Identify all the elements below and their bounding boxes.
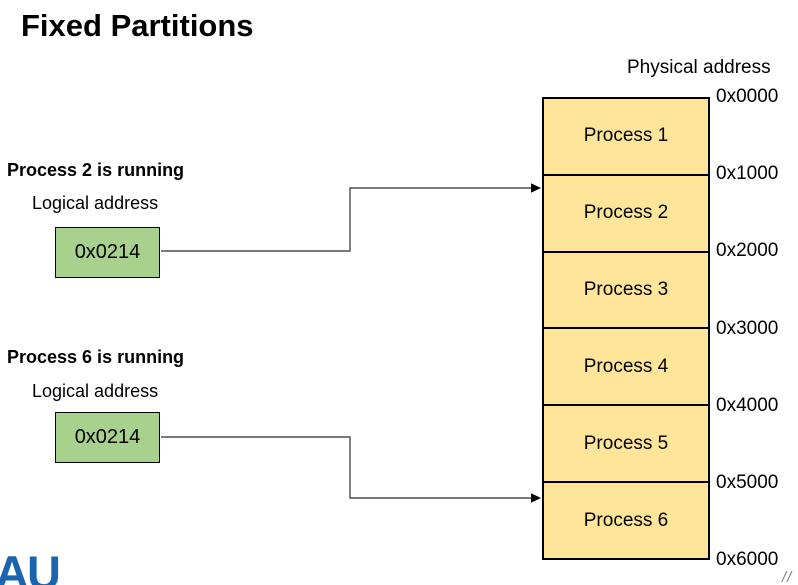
process-2-running-heading: Process 2 is running bbox=[7, 160, 185, 180]
address-label-0x0000: 0x0000 bbox=[716, 86, 779, 107]
partition-process-3: Process 3 bbox=[544, 252, 708, 330]
logical-address-box-2: 0x0214 bbox=[55, 412, 160, 463]
logical-address-box-1: 0x0214 bbox=[55, 227, 160, 278]
partition-process-4: Process 4 bbox=[544, 329, 708, 407]
arrow-to-process-2 bbox=[161, 183, 541, 252]
logical-address-value-1: 0x0214 bbox=[74, 241, 141, 263]
partition-process-6: Process 6 bbox=[544, 483, 708, 558]
logical-address-value-2: 0x0214 bbox=[74, 426, 141, 448]
logical-address-label-2: Logical address bbox=[32, 381, 159, 401]
logical-address-label-1: Logical address bbox=[32, 193, 159, 213]
page-title: Fixed Partitions bbox=[21, 8, 254, 43]
partition-process-1: Process 1 bbox=[544, 99, 708, 176]
address-label-0x5000: 0x5000 bbox=[716, 472, 779, 493]
address-label-0x4000: 0x4000 bbox=[716, 395, 779, 416]
footer-slash-fragment: // bbox=[782, 569, 793, 585]
address-label-0x6000: 0x6000 bbox=[716, 549, 779, 570]
memory-stack: Process 1 Process 2 Process 3 Process 4 … bbox=[542, 97, 710, 560]
address-label-0x1000: 0x1000 bbox=[716, 163, 779, 184]
process-6-running-heading: Process 6 is running bbox=[7, 347, 185, 367]
address-label-0x3000: 0x3000 bbox=[716, 318, 779, 339]
physical-address-label: Physical address bbox=[627, 57, 771, 78]
partition-process-2: Process 2 bbox=[544, 175, 708, 253]
arrow-to-process-6 bbox=[161, 436, 541, 503]
au-logo: AU bbox=[0, 546, 61, 585]
partition-process-5: Process 5 bbox=[544, 406, 708, 484]
address-label-0x2000: 0x2000 bbox=[716, 240, 779, 261]
